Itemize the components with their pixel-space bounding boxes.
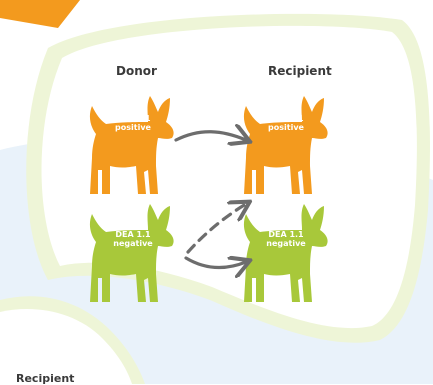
arrow-negative-to-negative <box>184 258 246 268</box>
donor-positive-line1: DEA 1.1 <box>115 114 151 123</box>
donor-negative-label: DEA 1.1 negative <box>103 230 163 248</box>
recipient-positive-line1: DEA 1.1 <box>268 114 304 123</box>
arrow-positive-to-positive <box>174 132 246 140</box>
donor-negative-dog-icon <box>89 204 174 302</box>
recipient-positive-label: DEA 1.1 positive <box>256 114 316 132</box>
recipient-positive-line2: positive <box>268 123 304 132</box>
recipient-negative-line2: negative <box>266 239 306 248</box>
recipient-heading: Recipient <box>268 64 332 78</box>
lower-panel-heading: Recipient <box>16 372 75 385</box>
donor-negative-line1: DEA 1.1 <box>115 230 151 239</box>
orange-accent-shape <box>0 0 80 28</box>
donor-positive-dog-icon <box>89 96 174 194</box>
donor-heading: Donor <box>116 64 157 78</box>
lower-panel <box>0 309 132 384</box>
recipient-negative-label: DEA 1.1 negative <box>256 230 316 248</box>
arrow-negative-to-positive-dashed <box>186 204 246 254</box>
donor-positive-label: DEA 1.1 positive <box>103 114 163 132</box>
recipient-negative-dog-icon <box>243 204 328 302</box>
donor-negative-line2: negative <box>113 239 153 248</box>
recipient-positive-dog-icon <box>243 96 328 194</box>
recipient-negative-line1: DEA 1.1 <box>268 230 304 239</box>
donor-positive-line2: positive <box>115 123 151 132</box>
